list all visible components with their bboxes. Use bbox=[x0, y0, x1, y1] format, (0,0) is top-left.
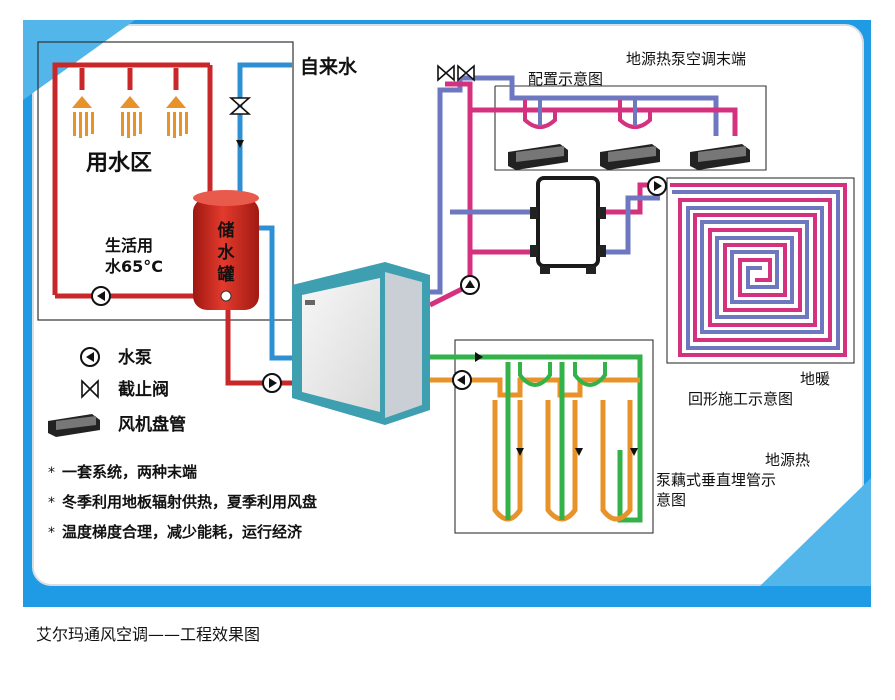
storage-tank: 储 水 罐 bbox=[193, 190, 259, 310]
water-use-area-label: 用水区 bbox=[86, 151, 152, 176]
flow-arrow-icon bbox=[516, 448, 524, 456]
feature-bullets: * 一套系统，两种末端 * 冬季利用地板辐射供热，夏季利用风盘 * 温度梯度合理… bbox=[48, 463, 317, 541]
valve-icons bbox=[228, 64, 475, 115]
shower-icon bbox=[72, 96, 94, 138]
fan-coil-unit bbox=[690, 144, 750, 170]
pump-icons bbox=[91, 176, 667, 393]
fan-coil-title-line2: 配置示意图 bbox=[528, 70, 603, 88]
fan-coil-title-line1: 地源热泵空调末端 bbox=[626, 50, 746, 68]
caption: 艾尔玛通风空调——工程效果图 bbox=[36, 625, 261, 644]
legend-fan-coil-label: 风机盘管 bbox=[118, 414, 186, 435]
pump-icon bbox=[460, 275, 480, 295]
shower-icons bbox=[72, 96, 188, 138]
legend-fan-coil-icon bbox=[48, 414, 100, 437]
legend-valve-label: 截止阀 bbox=[118, 379, 169, 400]
vertical-loop-label-line3: 意图 bbox=[656, 491, 686, 509]
valve-icon bbox=[457, 64, 475, 82]
pump-icon bbox=[262, 373, 282, 393]
tank-char-2: 水 bbox=[218, 242, 236, 263]
vertical-loop-area-box bbox=[454, 339, 654, 534]
floor-heating-label-line2: 回形施工示意图 bbox=[688, 390, 793, 408]
pump-icon bbox=[647, 176, 667, 196]
bullet-star-icon: * bbox=[48, 465, 55, 481]
domestic-hot-water-pipes bbox=[52, 62, 292, 386]
legend: 水泵 截止阀 风机盘管 bbox=[48, 347, 186, 437]
fan-coil-units bbox=[508, 144, 750, 170]
bullet-1: 一套系统，两种末端 bbox=[62, 463, 197, 481]
flow-arrow-icon bbox=[236, 140, 244, 148]
domestic-water-label-line1: 生活用 bbox=[105, 236, 153, 255]
vertical-loop-label-line2: 泵藕式垂直埋管示 bbox=[656, 471, 776, 489]
shower-icon bbox=[120, 96, 142, 138]
flow-arrow-icon bbox=[475, 352, 483, 362]
floor-heating-label-line1: 地暖 bbox=[800, 370, 830, 388]
bullet-star-icon: * bbox=[48, 495, 55, 511]
water-use-area-box bbox=[37, 41, 294, 321]
fan-coil-unit bbox=[600, 144, 660, 170]
domestic-water-label-line2: 水65°C bbox=[105, 257, 163, 276]
pump-icon bbox=[452, 370, 472, 390]
shower-icon bbox=[166, 96, 188, 138]
fan-coil-unit bbox=[508, 144, 568, 170]
ground-loop-pipes bbox=[430, 354, 643, 523]
tap-water-label: 自来水 bbox=[300, 55, 358, 78]
heat-pump-unit bbox=[292, 262, 430, 425]
tank-char-3: 罐 bbox=[217, 264, 235, 285]
valve-icon bbox=[437, 64, 455, 82]
flow-arrow-icon bbox=[630, 448, 638, 456]
legend-pump-label: 水泵 bbox=[118, 347, 152, 368]
legend-pump-icon bbox=[80, 347, 100, 367]
vertical-loop-label-line1: 地源热 bbox=[765, 451, 810, 469]
distributor bbox=[530, 176, 606, 274]
flow-arrow-icon bbox=[575, 448, 583, 456]
fan-coil-area-box bbox=[494, 85, 767, 171]
bullet-star-icon: * bbox=[48, 525, 55, 541]
valve-icon bbox=[228, 97, 252, 115]
outer-frame bbox=[23, 20, 871, 607]
floor-heating-area-box bbox=[666, 177, 855, 364]
bullet-2: 冬季利用地板辐射供热，夏季利用风盘 bbox=[62, 493, 317, 511]
floor-heating-coil bbox=[670, 183, 847, 357]
bullet-3: 温度梯度合理，减少能耗，运行经济 bbox=[62, 523, 303, 541]
pump-icon bbox=[91, 286, 111, 306]
legend-valve-icon bbox=[81, 379, 99, 399]
tank-char-1: 储 bbox=[218, 220, 235, 241]
